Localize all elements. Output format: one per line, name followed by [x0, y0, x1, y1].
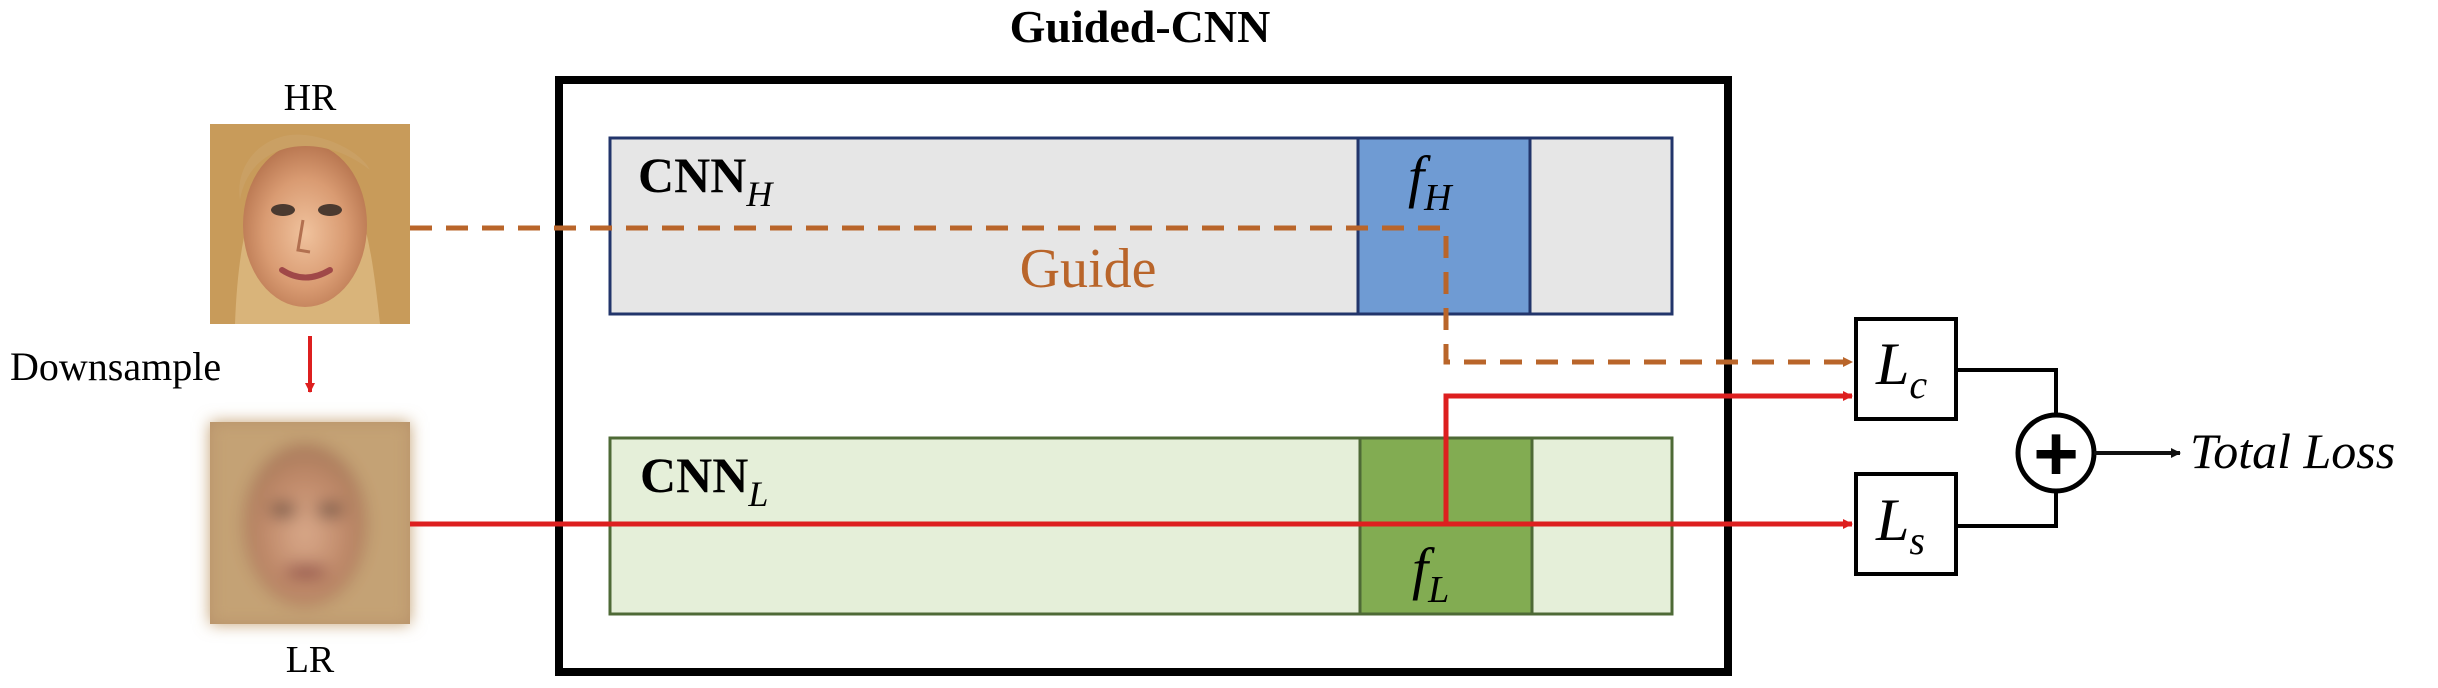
guide-dashed-line: [410, 225, 1853, 367]
lc-to-sum-line: [1956, 368, 2058, 414]
ls-to-sum-line: [1956, 492, 2058, 528]
lr-label: LR: [286, 639, 335, 681]
cnn-h-label: CNNH: [638, 147, 774, 214]
total-loss-label: Total Loss: [2190, 423, 2395, 479]
lr-blurred-face-image: [210, 422, 410, 624]
hr-face-image: [210, 124, 410, 324]
downsample-label: Downsample: [10, 344, 221, 389]
ls-loss-box: [1854, 472, 1958, 576]
ls-label: Ls: [1875, 487, 1925, 563]
hr-label: HR: [284, 77, 337, 119]
guide-label: Guide: [1020, 238, 1157, 300]
cnn-l-label: CNNL: [640, 447, 768, 514]
diagram-title: Guided-CNN: [1010, 1, 1271, 52]
fl-to-lc-arrow: [1443, 391, 1853, 524]
guided-cnn-frame: [555, 76, 1732, 676]
lc-label: Lc: [1875, 331, 1927, 407]
plus-icon: +: [2033, 409, 2079, 497]
